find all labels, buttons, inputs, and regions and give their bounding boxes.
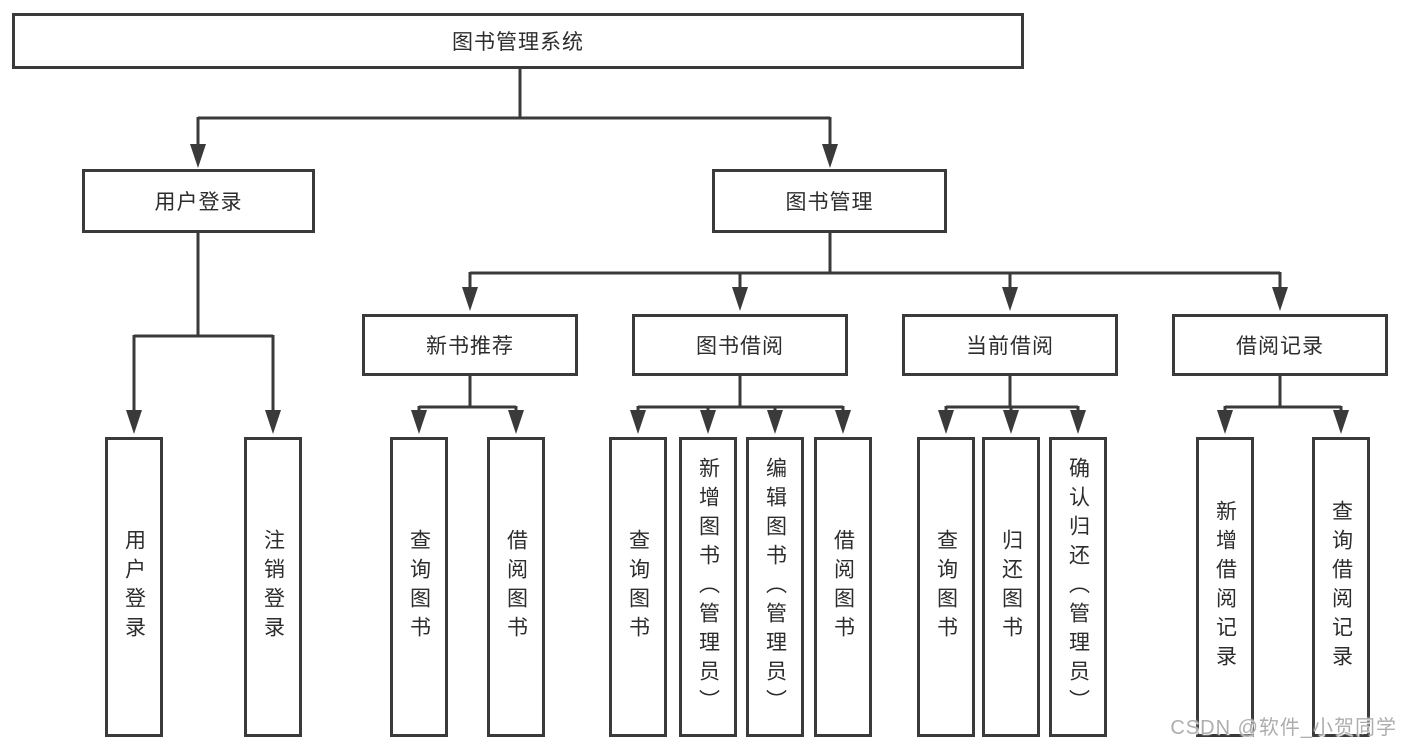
leaf-edit-book-admin: 编辑图书（管理员）: [746, 437, 804, 737]
leaf-logout-label: 注销登录: [261, 529, 285, 645]
leaf-edit-book-admin-label: 编辑图书（管理员）: [763, 456, 787, 718]
leaf-borrow-book-recommend-label: 借阅图书: [504, 529, 528, 645]
leaf-query-borrow-record-label: 查询借阅记录: [1329, 500, 1353, 674]
node-user-login-label: 用户登录: [154, 191, 243, 214]
node-new-book-recommend: 新书推荐: [362, 314, 578, 376]
leaf-query-book-borrow-label: 查询图书: [626, 529, 650, 645]
node-current-borrow: 当前借阅: [902, 314, 1118, 376]
node-book-borrow: 图书借阅: [632, 314, 848, 376]
leaf-confirm-return-admin: 确认归还（管理员）: [1049, 437, 1107, 737]
branch-book-borrow: [636, 376, 845, 412]
leaf-add-book-admin: 新增图书（管理员）: [679, 437, 737, 737]
leaf-logout: 注销登录: [244, 437, 302, 737]
leaf-query-book-borrow: 查询图书: [609, 437, 667, 737]
branch-borrow-records: [1223, 376, 1343, 412]
leaf-query-book-recommend-label: 查询图书: [407, 529, 431, 645]
node-borrow-records: 借阅记录: [1172, 314, 1388, 376]
node-book-management-label: 图书管理: [785, 191, 874, 214]
branch-user-login: [132, 233, 275, 412]
leaf-borrow-book-label: 借阅图书: [831, 529, 855, 645]
node-current-borrow-label: 当前借阅: [966, 335, 1054, 358]
leaf-add-borrow-record: 新增借阅记录: [1196, 437, 1254, 737]
branch-new-book: [417, 376, 518, 412]
branch-current-borrow: [944, 376, 1080, 412]
leaf-borrow-book-recommend: 借阅图书: [487, 437, 545, 737]
branch-book-management: [468, 233, 1282, 289]
node-library-system-label: 图书管理系统: [452, 31, 584, 54]
leaf-confirm-return-admin-label: 确认归还（管理员）: [1066, 456, 1090, 718]
node-book-borrow-label: 图书借阅: [696, 335, 784, 358]
leaf-query-book-current-label: 查询图书: [934, 529, 958, 645]
leaf-add-book-admin-label: 新增图书（管理员）: [696, 456, 720, 718]
node-library-system: 图书管理系统: [12, 13, 1024, 69]
node-user-login: 用户登录: [82, 169, 315, 233]
leaf-query-book-recommend: 查询图书: [390, 437, 448, 737]
leaf-user-login-label: 用户登录: [122, 529, 146, 645]
arrowheads: [126, 144, 1349, 434]
csdn-watermark: CSDN @软件_小贺同学: [1170, 717, 1397, 739]
node-new-book-recommend-label: 新书推荐: [426, 335, 514, 358]
leaf-add-borrow-record-label: 新增借阅记录: [1213, 500, 1237, 674]
leaf-user-login: 用户登录: [105, 437, 163, 737]
leaf-query-borrow-record: 查询借阅记录: [1312, 437, 1370, 737]
leaf-borrow-book: 借阅图书: [814, 437, 872, 737]
node-book-management: 图书管理: [712, 169, 947, 233]
leaf-return-book-label: 归还图书: [999, 529, 1023, 645]
leaf-query-book-current: 查询图书: [917, 437, 975, 737]
node-borrow-records-label: 借阅记录: [1236, 335, 1324, 358]
leaf-return-book: 归还图书: [982, 437, 1040, 737]
branch-root: [196, 69, 832, 146]
